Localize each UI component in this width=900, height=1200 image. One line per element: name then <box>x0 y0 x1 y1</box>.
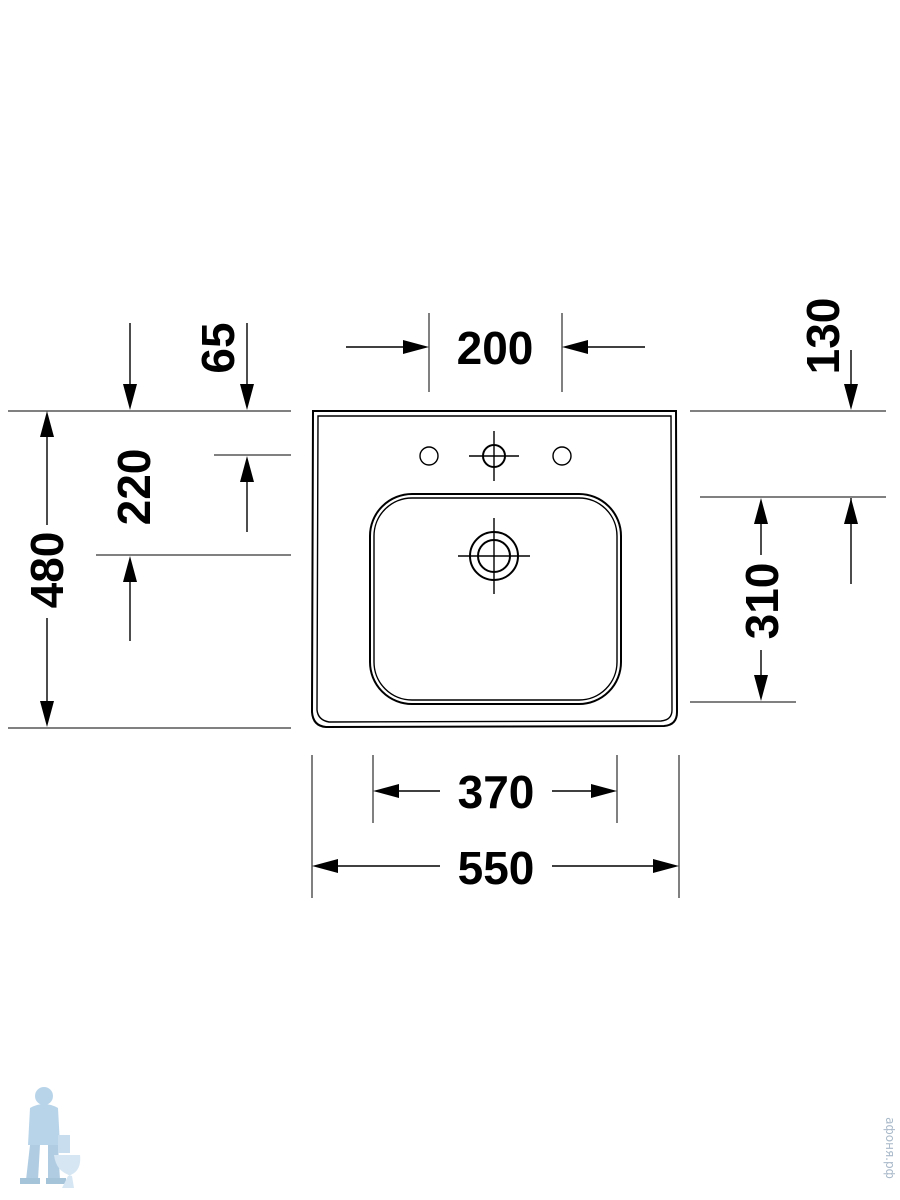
dim-label-310: 310 <box>736 563 788 640</box>
drain <box>458 518 530 594</box>
washbasin <box>310 410 679 729</box>
extension-lines <box>8 313 886 898</box>
dimension-550: 550 <box>312 842 679 894</box>
dimension-200: 200 <box>346 322 645 374</box>
dimension-480: 480 <box>21 411 73 727</box>
dimension-370: 370 <box>373 766 617 818</box>
dim-label-200: 200 <box>457 322 534 374</box>
dimension-65: 65 <box>123 322 254 410</box>
bowl-outline <box>369 493 622 705</box>
tap-hole-center <box>469 431 519 481</box>
basin-rim-inner <box>316 415 673 723</box>
dim-label-550: 550 <box>458 842 535 894</box>
bowl-inner-outline <box>373 497 618 701</box>
dim-label-370: 370 <box>458 766 535 818</box>
basin-outer-outline <box>310 410 679 729</box>
dim-label-480: 480 <box>21 532 73 609</box>
dimension-130: 130 <box>797 298 858 584</box>
dim-label-65: 65 <box>192 322 244 373</box>
dimension-220: 220 <box>108 449 254 641</box>
dimension-310: 310 <box>736 498 788 701</box>
tap-hole-left <box>419 446 439 466</box>
plumber-mascot-logo <box>20 1087 81 1188</box>
dim-label-130: 130 <box>797 298 849 375</box>
tap-hole-right <box>552 446 572 466</box>
dim-label-220: 220 <box>108 449 160 526</box>
site-watermark: афоня.рф <box>883 1117 897 1179</box>
